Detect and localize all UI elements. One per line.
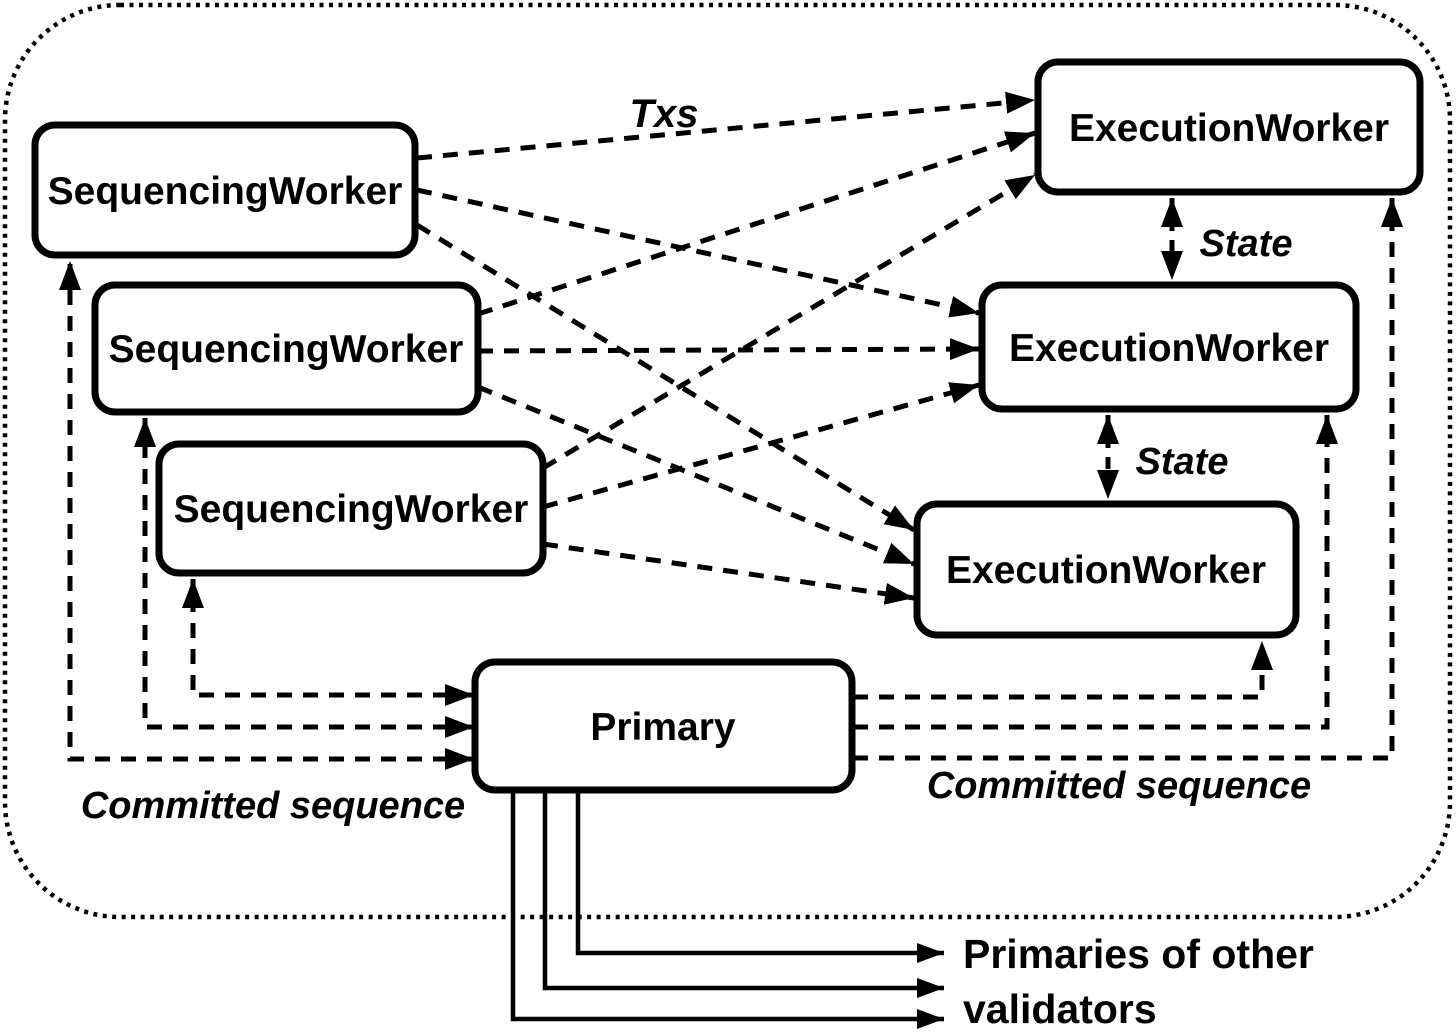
external-primaries-label-line1: Primaries of other <box>963 931 1314 977</box>
external-primaries-label-line2: validators <box>963 986 1157 1032</box>
execution-worker-3-node: ExecutionWorker <box>913 500 1300 639</box>
execution-worker-2-label: ExecutionWorker <box>1009 327 1329 370</box>
sequencing-worker-3-box <box>155 440 547 577</box>
external-arrow-1 <box>575 791 944 963</box>
committed-sequence-left-arrows <box>59 261 474 770</box>
committed-arrow-primary-sw3 <box>182 579 474 706</box>
sequencing-worker-1-node: SequencingWorker <box>31 121 419 259</box>
primary-label: Primary <box>590 706 736 749</box>
execution-worker-3-box <box>913 500 1300 639</box>
txs-arrows <box>415 91 1037 605</box>
external-arrow-3 <box>510 791 944 1029</box>
execution-worker-1-node: ExecutionWorker <box>1034 58 1424 196</box>
execution-worker-1-box <box>1034 58 1424 196</box>
committed-arrow-primary-ew2 <box>853 415 1338 730</box>
state-arrows <box>1097 198 1183 499</box>
sequencing-worker-2-label: SequencingWorker <box>109 328 464 371</box>
txs-arrow-sw1-ew3 <box>415 222 916 533</box>
sequencing-worker-3-label: SequencingWorker <box>174 488 529 531</box>
sequencing-worker-1-box <box>31 121 419 259</box>
execution-worker-1-label: ExecutionWorker <box>1069 107 1389 150</box>
primary-box <box>471 658 856 794</box>
state-lower-label: State <box>1136 441 1229 483</box>
committed-sequence-right-arrows <box>853 198 1403 761</box>
external-arrow-2 <box>542 791 944 998</box>
txs-arrow-sw2-ew2 <box>477 338 980 361</box>
txs-arrow-sw2-ew1 <box>477 130 1036 317</box>
sequencing-worker-2-node: SequencingWorker <box>91 281 482 416</box>
txs-arrow-sw3-ew3 <box>542 541 915 605</box>
committed-arrow-primary-ew3 <box>853 641 1273 700</box>
sequencing-worker-1-label: SequencingWorker <box>48 170 403 213</box>
state-upper-label: State <box>1200 223 1293 265</box>
primary-node: Primary <box>471 658 856 794</box>
txs-arrow-sw1-ew1 <box>416 91 1036 161</box>
txs-edge-label: Txs <box>630 92 699 136</box>
sequencing-worker-2-box <box>91 281 482 416</box>
execution-worker-2-node: ExecutionWorker <box>978 281 1360 413</box>
txs-arrow-sw3-ew2 <box>542 382 980 510</box>
committed-sequence-left-label: Committed sequence <box>81 785 465 827</box>
sequencing-worker-3-node: SequencingWorker <box>155 440 547 577</box>
execution-worker-3-label: ExecutionWorker <box>946 549 1266 592</box>
committed-sequence-right-label: Committed sequence <box>927 765 1311 807</box>
committed-arrow-primary-ew1 <box>853 198 1403 761</box>
committed-arrow-primary-sw1 <box>59 261 474 770</box>
execution-worker-2-box <box>978 281 1360 413</box>
external-primary-arrows <box>510 791 944 1029</box>
txs-arrow-sw2-ew3 <box>477 384 915 567</box>
txs-arrow-sw1-ew2 <box>416 187 980 318</box>
txs-arrow-sw3-ew1 <box>541 172 1037 471</box>
